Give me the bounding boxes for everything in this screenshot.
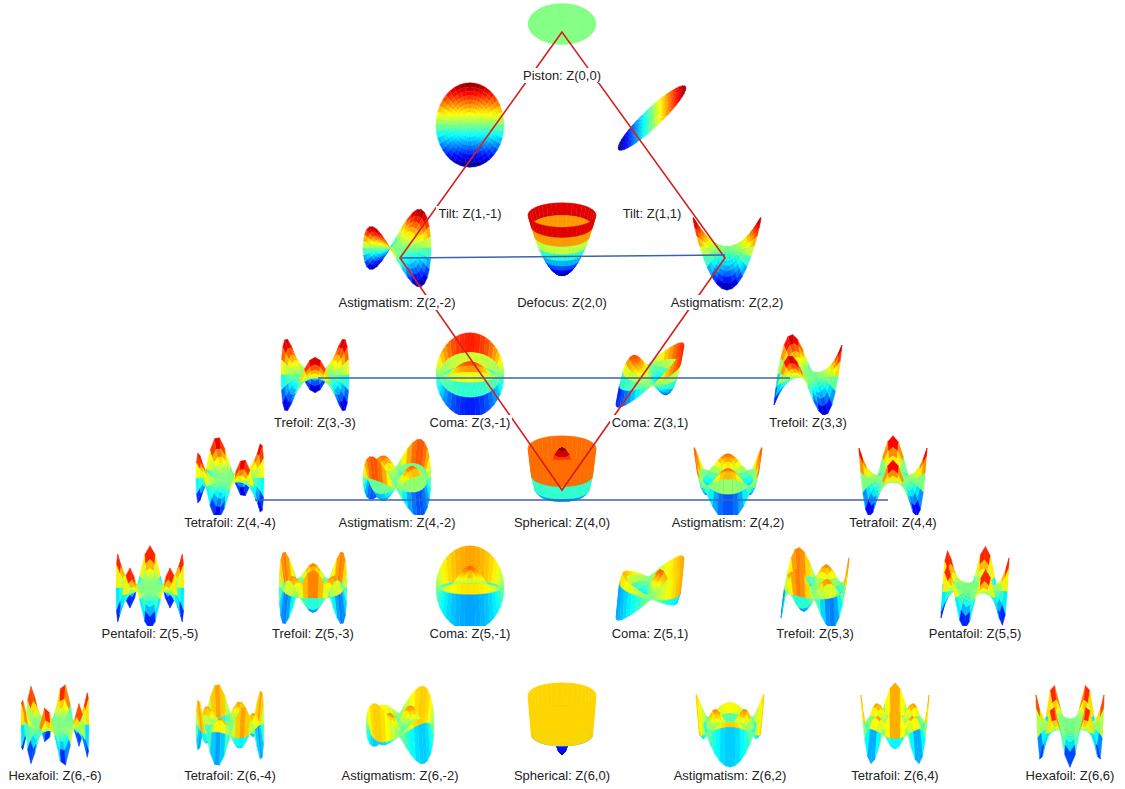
- zernike-pyramid: Piston: Z(0,0)Tilt: Z(1,-1)Tilt: Z(1,1)A…: [0, 0, 1125, 789]
